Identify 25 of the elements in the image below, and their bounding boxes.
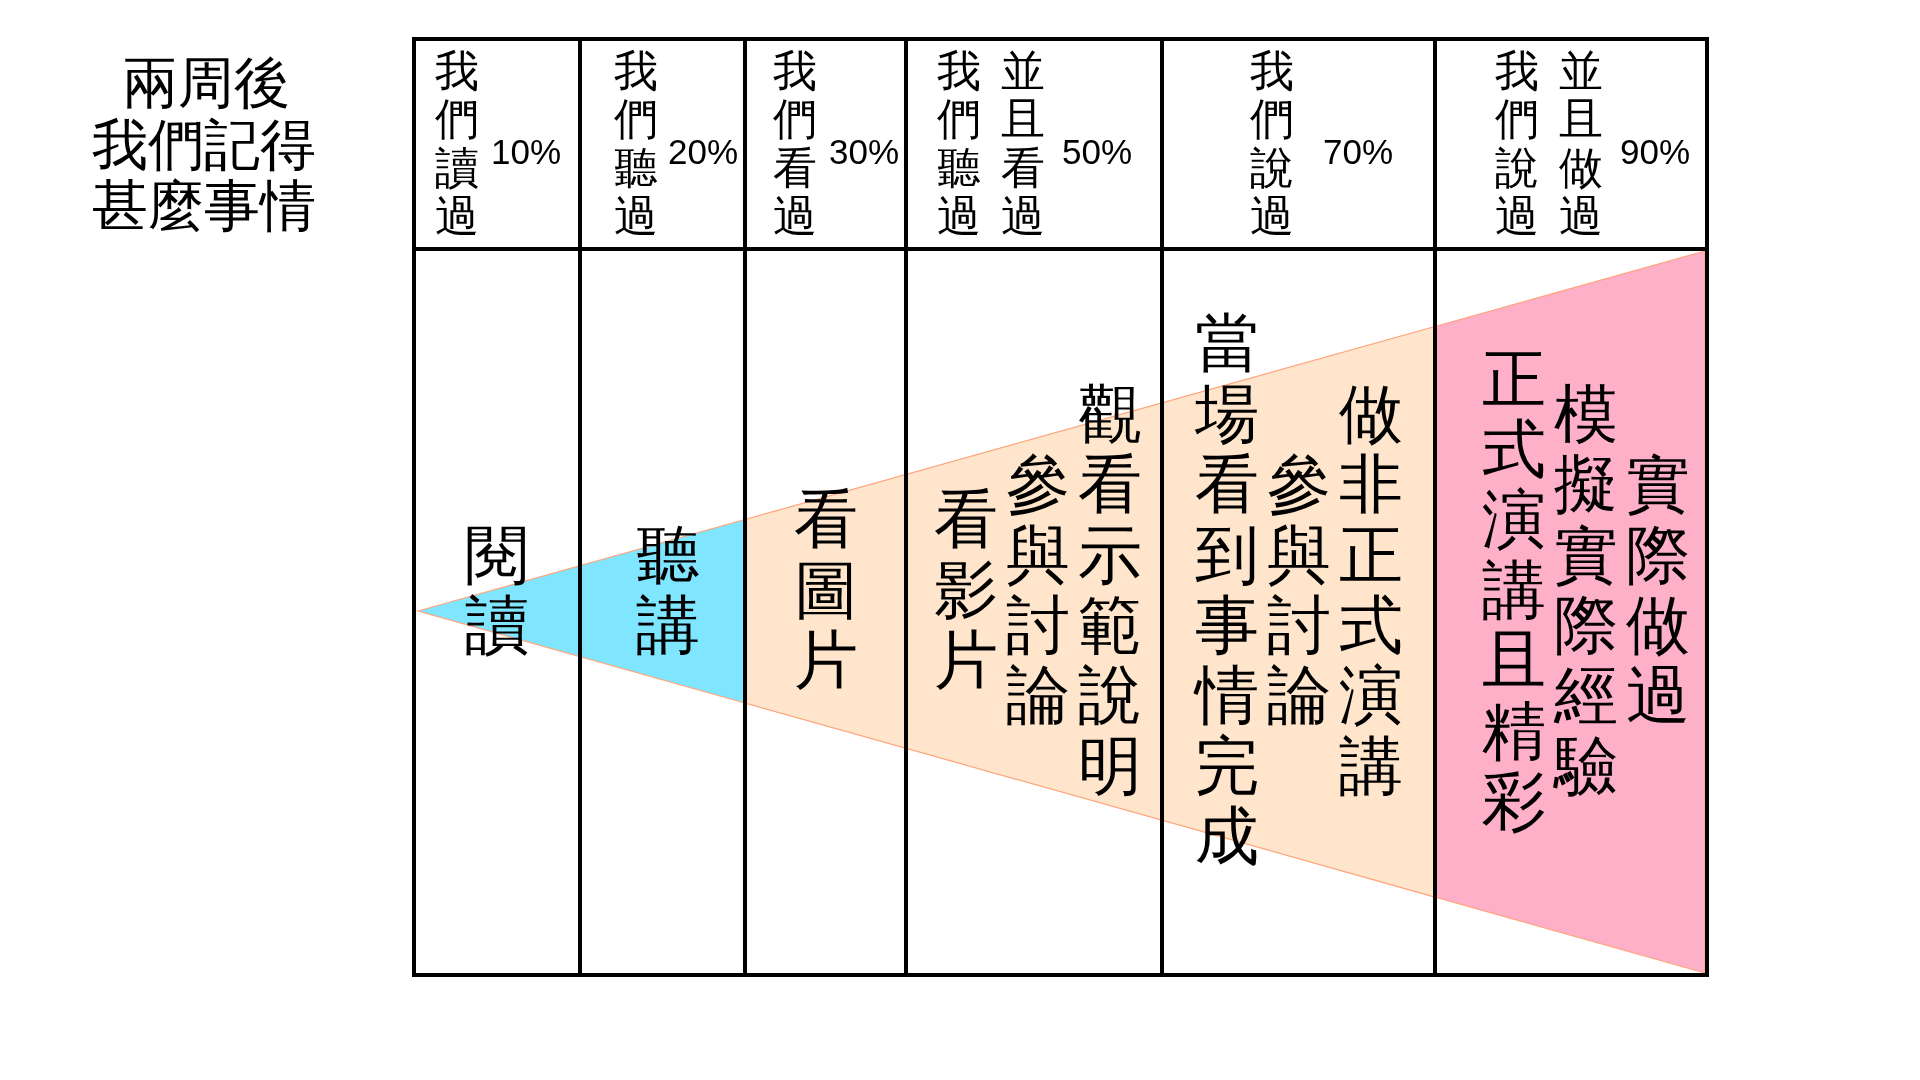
activity-label: 我們讀過 xyxy=(435,47,479,241)
percentage-label: 30% xyxy=(829,132,900,172)
diagram-title: 兩周後我們記得甚麼事情 xyxy=(91,52,316,237)
method-label: 聽講 xyxy=(635,519,700,661)
method-label: 做非正式演講 xyxy=(1338,378,1403,802)
activity-label: 我們聽過 xyxy=(614,47,658,241)
method-label: 參與討論 xyxy=(1266,449,1331,731)
percentage-label: 90% xyxy=(1620,132,1691,172)
method-label: 當場看到事情完成 xyxy=(1194,308,1259,872)
method-label: 看圖片 xyxy=(793,484,858,696)
activity-label: 我們說過並且做過 xyxy=(1495,47,1603,243)
method-label: 閱讀 xyxy=(465,519,529,661)
activity-label: 我們聽過並且看過 xyxy=(937,47,1045,243)
method-label: 正式演講且精彩 xyxy=(1482,343,1546,837)
method-label: 參與討論 xyxy=(1006,449,1070,731)
percentage-label: 20% xyxy=(668,132,739,172)
activity-label: 我們看過 xyxy=(773,47,817,241)
activity-label: 我們說過 xyxy=(1250,47,1294,241)
percentage-label: 50% xyxy=(1062,132,1133,172)
method-label: 實際做過 xyxy=(1626,449,1690,731)
method-label: 觀看示範說明 xyxy=(1078,378,1142,802)
percentage-label: 10% xyxy=(491,132,562,172)
percentage-label: 70% xyxy=(1323,132,1394,172)
method-label: 模擬實際經驗 xyxy=(1554,378,1618,802)
method-label: 看影片 xyxy=(934,484,998,696)
